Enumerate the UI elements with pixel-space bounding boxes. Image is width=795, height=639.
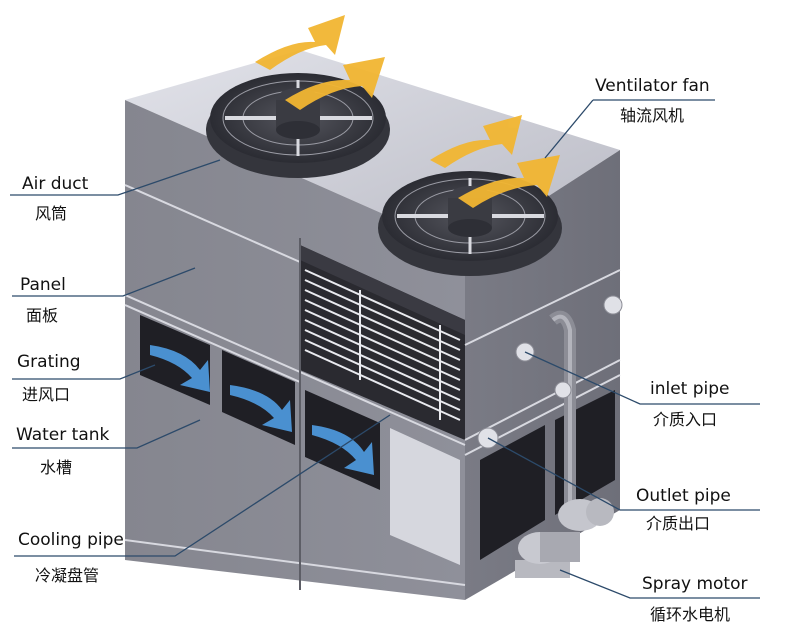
label-outlet-pipe: Outlet pipe [636, 486, 731, 506]
label-cooling-pipe: Cooling pipe [18, 530, 124, 550]
label-panel-zh: 面板 [26, 306, 59, 325]
label-grating: Grating [17, 352, 81, 372]
label-grating-zh: 进风口 [22, 385, 71, 404]
label-spray-motor: Spray motor [642, 574, 748, 594]
air-inlet-arrows [150, 345, 374, 475]
air-outlet-arrows [255, 15, 560, 208]
label-cooling-pipe-zh: 冷凝盘管 [35, 566, 100, 585]
label-spray-motor-zh: 循环水电机 [650, 605, 731, 624]
label-air-duct: Air duct [22, 174, 89, 194]
coil-opening [300, 245, 465, 440]
ventilator-fan-2 [378, 171, 562, 276]
label-ventilator-fan-zh: 轴流风机 [620, 106, 685, 125]
label-water-tank-zh: 水槽 [40, 458, 73, 477]
leader-lines [10, 99, 760, 599]
label-ventilator-fan: Ventilator fan [595, 76, 710, 96]
label-air-duct-zh: 风筒 [35, 204, 68, 223]
label-outlet-pipe-zh: 介质出口 [646, 514, 711, 533]
cooling-coil [304, 269, 461, 421]
spray-motor [515, 498, 614, 578]
label-inlet-pipe: inlet pipe [650, 379, 730, 399]
label-water-tank: Water tank [16, 425, 110, 445]
label-inlet-pipe-zh: 介质入口 [653, 410, 718, 429]
label-panel: Panel [20, 275, 66, 295]
ventilator-fan-1 [206, 73, 390, 178]
